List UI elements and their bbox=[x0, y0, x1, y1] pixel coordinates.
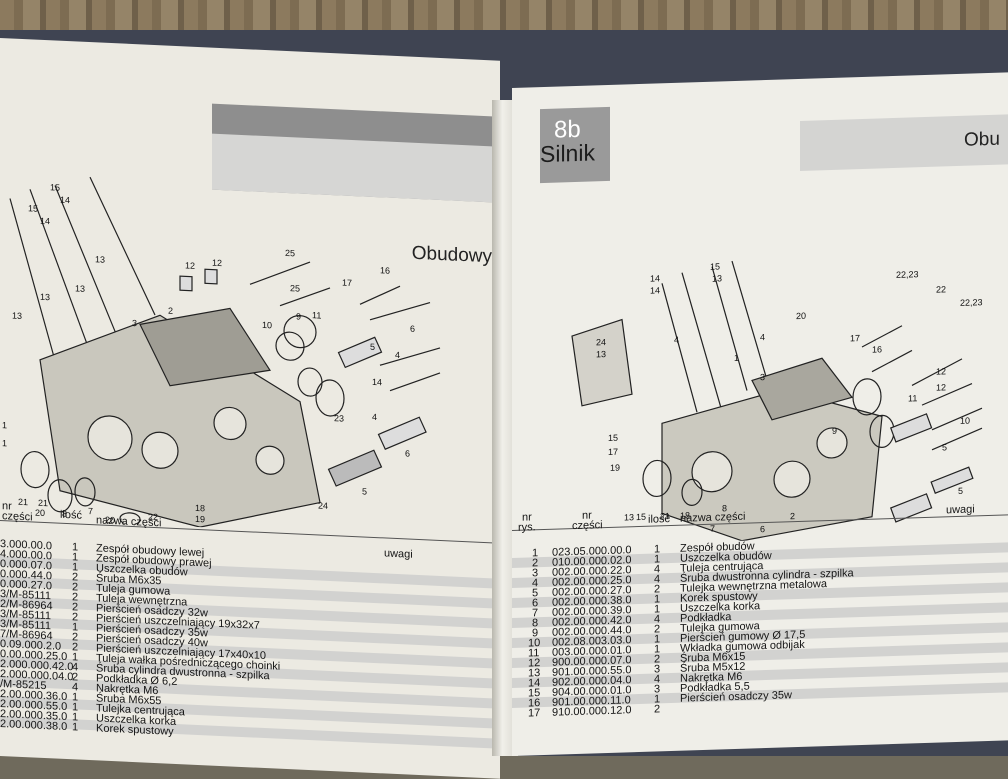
callout-label: 2 bbox=[168, 306, 173, 316]
callout-label: 25 bbox=[285, 248, 295, 258]
callout-label: 17 bbox=[608, 447, 618, 457]
callout-label: 22,23 bbox=[960, 297, 983, 308]
col-header-ilosc: ilość bbox=[648, 513, 671, 526]
callout-label: 1 bbox=[734, 353, 739, 363]
callout-label: 13 bbox=[95, 254, 105, 264]
part-number: 2.00.000.38.0 bbox=[0, 718, 68, 734]
callout-label: 17 bbox=[342, 278, 352, 288]
col-header-czesci: części bbox=[2, 510, 33, 524]
callout-label: 18 bbox=[680, 510, 690, 520]
callout-label: 15 bbox=[710, 261, 720, 271]
callout-label: 19 bbox=[610, 463, 620, 473]
callout-label: 14 bbox=[650, 285, 660, 295]
callout-label: 21 bbox=[660, 511, 670, 521]
callout-label: 12 bbox=[936, 382, 946, 392]
part-name: Korek spustowy bbox=[96, 722, 174, 738]
callout-label: 13 bbox=[596, 349, 606, 359]
callout-label: 21 bbox=[18, 497, 28, 507]
callout-label: 24 bbox=[318, 500, 328, 510]
callout-label: 1 bbox=[2, 420, 7, 430]
callout-label: 13 bbox=[624, 512, 634, 522]
callout-label: 21 bbox=[38, 498, 48, 508]
callout-label: 3 bbox=[132, 318, 137, 328]
callout-label: 20 bbox=[35, 508, 45, 518]
left-page: Obudowy 15 14 15 bbox=[0, 38, 500, 779]
callout-label: 11 bbox=[908, 393, 917, 403]
callout-label: 8 bbox=[722, 503, 727, 513]
callout-label: 6 bbox=[405, 448, 410, 458]
callout-label: 4 bbox=[674, 335, 679, 345]
callout-label: 14 bbox=[372, 377, 382, 387]
callout-label: 14 bbox=[60, 195, 70, 205]
callout-label: 12 bbox=[185, 260, 195, 270]
callout-label: 1 bbox=[2, 438, 7, 448]
section-name: Silnik bbox=[540, 139, 595, 168]
callout-label: 24 bbox=[596, 337, 606, 347]
col-header-rys: rys. bbox=[518, 521, 536, 534]
callout-label: 9 bbox=[296, 311, 301, 321]
page-title: Obu bbox=[964, 128, 1000, 151]
callout-label: 25 bbox=[290, 283, 300, 293]
exploded-diagram-left: 15 14 15 14 13 13 13 13 12 12 25 16 17 2… bbox=[2, 176, 441, 528]
callout-label: 14 bbox=[650, 273, 660, 283]
callout-label: 22 bbox=[148, 512, 158, 522]
callout-label: 4 bbox=[760, 332, 765, 342]
callout-label: 13 bbox=[40, 292, 50, 302]
exploded-diagram-right: 14 15 14 13 22,23 22 22,23 20 4 4 24 13 … bbox=[571, 260, 983, 542]
part-number: 910.00.000.12.0 bbox=[552, 704, 632, 719]
right-page: 8b Silnik Obu 14 15 14 13 22,23 bbox=[512, 72, 1008, 756]
callout-label: 4 bbox=[372, 412, 377, 422]
callout-label: 9 bbox=[832, 426, 837, 436]
callout-label: 7 bbox=[710, 524, 715, 534]
callout-label: 23 bbox=[334, 413, 344, 423]
col-header-nazwa: nazwa części bbox=[680, 510, 746, 525]
callout-label: 19 bbox=[195, 514, 205, 524]
row-number: 17 bbox=[528, 707, 541, 720]
callout-label: 15 bbox=[636, 512, 646, 522]
callout-label: 3 bbox=[760, 372, 765, 382]
col-header-czesci: części bbox=[572, 519, 603, 533]
quantity: 2 bbox=[654, 703, 661, 716]
callout-label: 5 bbox=[370, 342, 375, 352]
callout-label: 6 bbox=[410, 324, 415, 334]
callout-label: 5 bbox=[942, 442, 947, 452]
callout-label: 5 bbox=[362, 486, 367, 496]
callout-label: 17 bbox=[850, 333, 860, 343]
callout-label: 13 bbox=[12, 311, 22, 321]
callout-label: 20 bbox=[796, 311, 806, 321]
callout-label: 22 bbox=[936, 284, 946, 294]
callout-label: 12 bbox=[212, 258, 222, 268]
col-header-uwagi: uwagi bbox=[946, 503, 975, 517]
callout-label: 15 bbox=[28, 203, 38, 213]
callout-label: 15 bbox=[50, 182, 60, 192]
callout-label: 2 bbox=[790, 511, 795, 521]
callout-label: 20 bbox=[105, 515, 115, 525]
callout-label: 7 bbox=[88, 506, 93, 516]
callout-label: 8 bbox=[62, 509, 67, 519]
part-name: Pierścień osadczy 35w bbox=[680, 689, 792, 705]
callout-label: 13 bbox=[75, 283, 85, 293]
callout-label: 13 bbox=[712, 273, 722, 283]
callout-label: 14 bbox=[40, 216, 50, 226]
callout-label: 4 bbox=[395, 350, 400, 360]
col-header-ilosc: ilość bbox=[60, 508, 83, 522]
callout-label: 22,23 bbox=[896, 269, 919, 280]
callout-label: 10 bbox=[262, 320, 272, 330]
callout-label: 6 bbox=[760, 524, 765, 534]
callout-label: 15 bbox=[608, 433, 618, 443]
callout-label: 16 bbox=[872, 344, 882, 354]
callout-label: 18 bbox=[195, 503, 205, 513]
callout-label: 5 bbox=[958, 486, 963, 496]
callout-label: 16 bbox=[380, 265, 390, 275]
callout-label: 11 bbox=[312, 310, 321, 320]
quantity: 1 bbox=[72, 721, 79, 734]
callout-label: 12 bbox=[936, 366, 946, 376]
col-header-nazwa: nazwa części bbox=[96, 514, 162, 530]
callout-label: 10 bbox=[960, 416, 970, 426]
